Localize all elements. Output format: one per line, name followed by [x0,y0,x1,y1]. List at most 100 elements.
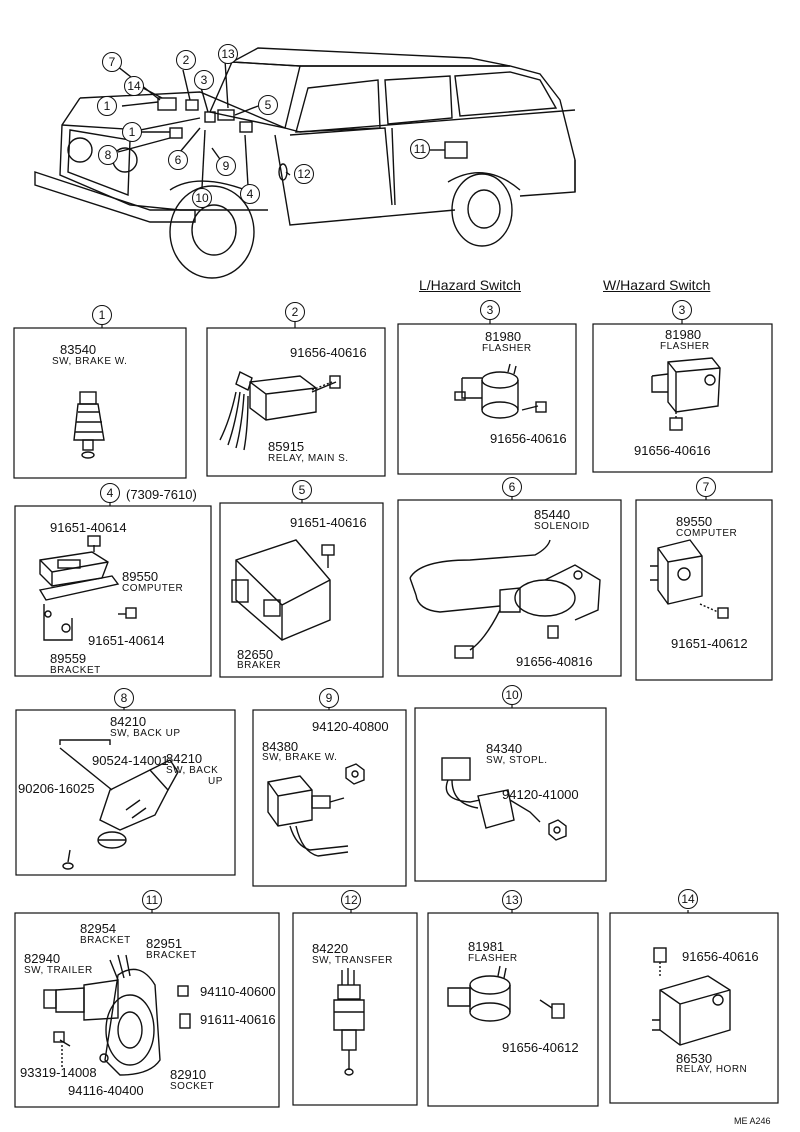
callout-5: 5 [258,95,278,115]
panel-4-bolt1: 91651-40614 [50,520,127,535]
header-l-hazard: L/Hazard Switch [419,277,521,293]
panel-4-bolt2: 91651-40614 [88,633,165,648]
panel-14-desc: RELAY, HORN [676,1064,748,1075]
panel-13-desc: FLASHER [468,953,518,964]
panel-9-nut: 94120-40800 [312,719,389,734]
flasher-drawing-whazard [651,357,721,431]
panel-8-p4: 90206-16025 [18,781,95,796]
panel-10-number: 10 [502,685,522,705]
panel-4-bracket-desc: BRACKET [50,665,101,676]
panel-14-part: 86530 [676,1051,713,1066]
panel-7-bolt: 91651-40612 [671,636,748,651]
panel-4-bracket: 89559 [50,651,87,666]
panel-9-number: 9 [319,688,339,708]
panel-4-desc: COMPUTER [122,583,184,594]
solenoid-drawing [409,539,601,659]
panel-6-part: 85440 [534,507,571,522]
panel-8-p2: 90524-14001 [92,753,169,768]
panel-3b-desc: FLASHER [660,341,710,352]
panel-1-part: 83540 [60,342,97,357]
panel-4-range: (7309-7610) [126,487,197,502]
panel-6-desc: SOLENOID [534,521,590,532]
panel-7-part: 89550 [676,514,713,529]
panel-2-desc: RELAY, MAIN S. [268,453,349,464]
panel-4-number: 4 [100,483,120,503]
callout-7: 7 [102,52,122,72]
callout-1a: 1 [97,96,117,116]
callout-11: 11 [410,139,430,159]
callout-8: 8 [98,145,118,165]
flasher-drawing-lhazard [454,363,547,419]
callout-14: 14 [124,76,144,96]
panel-11-number: 11 [142,890,162,910]
panel-8-desc1: SW, BACK UP [110,728,181,739]
stoplight-switch-drawing [441,757,567,841]
callout-12: 12 [294,164,314,184]
panel-3b-part: 81980 [665,327,702,342]
panel-8-p3: 84210 [166,751,203,766]
panel-5-desc: BRAKER [237,660,282,671]
panel-11-p2: 82951 [146,936,183,951]
callout-3: 3 [194,70,214,90]
panel-9-desc: SW, BRAKE W. [262,752,338,763]
computer-bracket-drawing [38,535,137,641]
panel-4-part: 89550 [122,569,159,584]
braker-drawing [231,539,335,641]
callout-10: 10 [192,188,212,208]
callout-4: 4 [240,184,260,204]
vehicle-illustration [34,47,576,279]
callout-9: 9 [216,156,236,176]
main-relay-drawing [219,371,341,451]
panel-1-desc: SW, BRAKE W. [52,356,128,367]
panel-3a-desc: FLASHER [482,343,532,354]
panel-12-number: 12 [341,890,361,910]
panel-10-desc: SW, STOPL. [486,755,548,766]
panel-14-number: 14 [678,889,698,909]
panel-5-part: 82650 [237,647,274,662]
panel-11-d3: SW, TRAILER [24,965,93,976]
panel-11-p8: 82910 [170,1067,207,1082]
panel-8-part1: 84210 [110,714,147,729]
panel-frames [13,320,779,1108]
callout-6: 6 [168,150,188,170]
panel-11-p1: 82954 [80,921,117,936]
panel-11-d1: BRACKET [80,935,131,946]
panel-11-p3: 82940 [24,951,61,966]
header-w-hazard: W/Hazard Switch [603,277,711,293]
panel-9-part: 84380 [262,739,299,754]
panel-1-number: 1 [92,305,112,325]
panel-12-part: 84220 [312,941,349,956]
panel-11-p5: 91611-40616 [200,1012,276,1027]
panel-8-number: 8 [114,688,134,708]
brake-switch-w-drawing [267,763,365,857]
panel-12-desc: SW, TRANSFER [312,955,393,966]
panel-6-number: 6 [502,477,522,497]
panel-5-number: 5 [292,480,312,500]
panel-2-part: 85915 [268,439,305,454]
panel-10-nut: 94120-41000 [502,787,579,802]
callout-13: 13 [218,44,238,64]
callout-2: 2 [176,50,196,70]
panel-6-bolt: 91656-40816 [516,654,593,669]
panel-13-part: 81981 [468,939,505,954]
flasher-drawing-13 [447,965,565,1022]
panel-11-p4: 94110-40600 [200,984,276,999]
panel-7-desc: COMPUTER [676,528,738,539]
panel-3a-part: 81980 [485,329,522,344]
panel-8-desc3b: UP [208,776,223,787]
panel-2-number: 2 [285,302,305,322]
panel-11-p7: 94116-40400 [68,1083,144,1098]
panel-11-d2: BRACKET [146,950,197,961]
diagram-code: ME A246 [734,1116,771,1126]
panel-3b-number: 3 [672,300,692,320]
brake-switch-drawing [73,391,105,459]
panel-3a-number: 3 [480,300,500,320]
panel-3b-bolt: 91656-40616 [634,443,711,458]
panel-5-bolt: 91651-40616 [290,515,367,530]
trailer-socket-drawing [43,954,191,1076]
panel-13-bolt: 91656-40612 [502,1040,579,1055]
panel-10-part: 84340 [486,741,523,756]
panel-11-d8: SOCKET [170,1081,215,1092]
transfer-switch-drawing [333,968,365,1076]
